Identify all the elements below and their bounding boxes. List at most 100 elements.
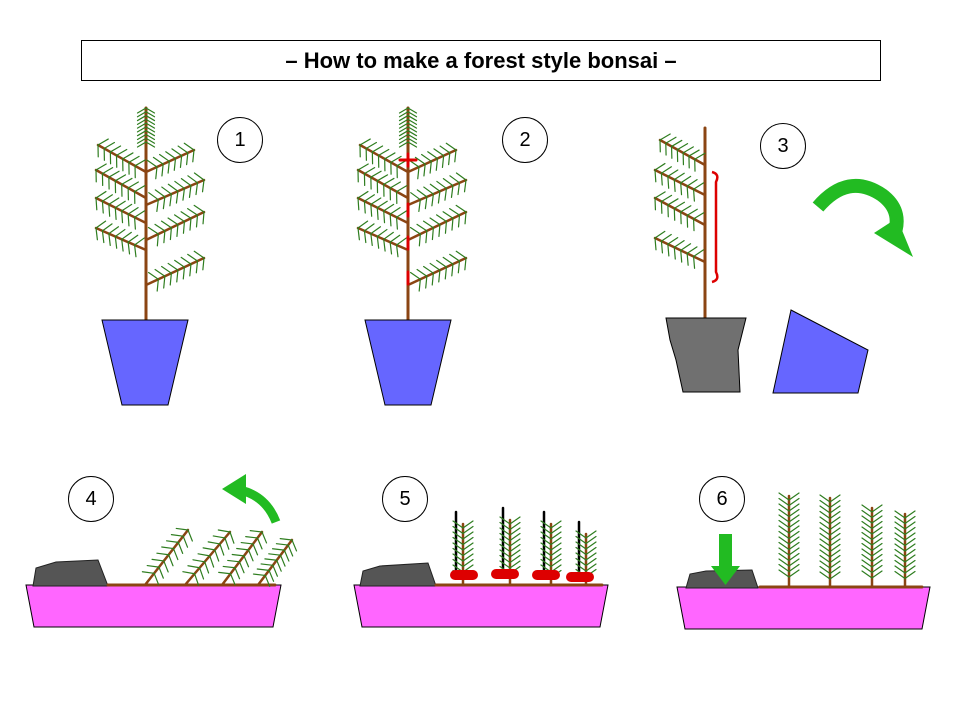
needle [871,515,883,524]
needle [156,278,159,292]
needle [509,549,521,558]
needle [187,207,199,216]
needle [654,191,666,199]
needle [407,107,418,114]
needle [686,208,698,216]
branch-stem [94,168,148,200]
needle [162,196,166,210]
needle [174,180,186,190]
needle [363,194,375,202]
needle [894,565,906,574]
needle [370,226,382,235]
needle [451,217,454,231]
needle [145,137,156,144]
needle [407,141,418,148]
needle [247,549,254,562]
bonsai-tray [25,584,282,628]
needle [161,186,172,195]
needle [829,549,841,558]
needle [212,535,226,539]
needle [871,553,883,563]
needle [160,220,172,229]
needle [398,126,409,133]
needle [121,177,133,185]
needle [101,200,104,214]
needle [222,565,236,569]
needle [654,169,657,183]
needle [442,178,454,187]
needle [136,137,147,144]
needle [407,122,418,129]
step-badge-5: 5 [382,476,428,522]
needle [245,536,259,539]
page-title: – How to make a forest style bonsai – [285,47,677,73]
needle [115,148,128,157]
right-branch [406,172,468,213]
needle [871,542,883,552]
needle [454,149,457,163]
needle [389,207,401,215]
needle [540,547,552,557]
needle [894,515,906,525]
step-number: 3 [777,134,789,157]
step-number: 4 [85,487,97,510]
right-branch [144,142,196,180]
needle [871,509,883,519]
needle [585,530,597,539]
needle [694,152,706,160]
needle [186,152,189,166]
needle [389,213,392,227]
needle [193,172,205,181]
title-box: – How to make a forest style bonsai – [81,40,881,81]
needle [462,531,474,540]
branch-stem [653,168,707,197]
needle [452,536,464,546]
needle [429,160,432,174]
needle [101,230,105,244]
needle [264,558,278,561]
branch-range-bracket [711,170,719,284]
needle [156,233,159,247]
needle [436,180,448,190]
needle [175,190,179,204]
needle [173,214,186,223]
needle [410,192,421,201]
needle [145,126,156,133]
needle [136,126,147,133]
needle [788,552,800,562]
needle [499,516,511,525]
needle [145,133,156,141]
needle [462,547,474,557]
needle [509,543,521,553]
needle [359,138,371,146]
needle [424,196,428,210]
pine-tree [94,106,206,322]
needle [575,557,587,567]
needle [654,230,666,239]
needle [256,568,270,571]
needle [224,537,230,550]
needle [148,192,159,201]
needle [788,508,800,518]
needle [195,260,199,274]
needle [238,561,245,574]
needle [861,564,873,574]
needle [439,145,451,154]
needle [154,223,166,232]
needle [575,546,587,556]
needle [550,553,562,562]
needle [442,211,454,219]
needle [788,497,800,507]
needle [575,541,587,550]
needle [187,175,199,184]
needle [383,231,394,240]
needle [540,525,552,535]
right-branch [406,204,468,247]
needle [217,529,231,533]
needle [182,266,186,280]
needle [175,527,189,531]
needle [819,532,831,542]
needle [455,172,467,181]
needle [264,574,271,587]
needle [167,160,170,174]
